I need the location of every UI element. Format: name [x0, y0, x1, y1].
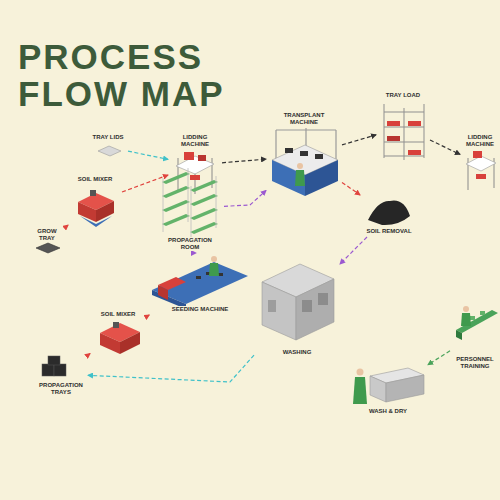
flow-connector [224, 191, 266, 207]
station-label: TRAY LIDS [91, 134, 124, 141]
flow-connector [430, 140, 460, 154]
flow-connector [88, 355, 254, 382]
station-label: TRANSPLANT MACHINE [268, 112, 340, 126]
station-node: LIDDING MACHINE [462, 134, 498, 194]
station-node: PERSONNEL TRAINING [452, 300, 498, 370]
station-node: TRAY LOAD [378, 92, 428, 162]
flow-connector [222, 159, 266, 163]
flow-connector [342, 182, 360, 195]
station-node: PROPAGATION ROOM [158, 165, 222, 251]
station-label: TRAY LOAD [385, 92, 421, 99]
station-node: WASHING [256, 258, 338, 356]
diagram-title: PROCESS FLOW MAP [18, 38, 268, 112]
station-node: PROPAGATION TRAYS [36, 352, 86, 396]
station-label: PERSONNEL TRAINING [452, 356, 498, 370]
flow-connector [146, 315, 149, 317]
station-label: PROPAGATION TRAYS [36, 382, 86, 396]
flow-connector [128, 151, 168, 159]
station-node: TRANSPLANT MACHINE [268, 112, 340, 200]
station-label: GROW TRAY [30, 228, 64, 242]
flow-connector [66, 225, 68, 227]
station-label: WASH & DRY [368, 408, 408, 415]
flow-connector [428, 351, 450, 365]
station-node: SOIL MIXER [92, 311, 144, 357]
flow-connector [342, 135, 376, 145]
station-label: SOIL REMOVAL [365, 228, 412, 235]
station-label: SOIL MIXER [77, 176, 114, 183]
flow-connector [340, 237, 367, 264]
station-node: GROW TRAY [30, 228, 64, 258]
flow-connector [122, 175, 168, 192]
station-node: WASH & DRY [350, 365, 426, 415]
station-node: SOIL REMOVAL [362, 195, 416, 235]
station-label: WASHING [282, 349, 313, 356]
station-label: PROPAGATION ROOM [158, 237, 222, 251]
station-node: TRAY LIDS [90, 134, 126, 160]
station-node: SOIL MIXER [70, 176, 120, 228]
station-label: SEEDING MACHINE [171, 306, 230, 313]
station-node: SEEDING MACHINE [148, 255, 252, 313]
station-label: LIDDING MACHINE [170, 134, 220, 148]
station-label: SOIL MIXER [100, 311, 137, 318]
station-label: LIDDING MACHINE [462, 134, 498, 148]
station-node: LIDDING MACHINE [170, 134, 220, 196]
flow-connector [88, 354, 90, 356]
